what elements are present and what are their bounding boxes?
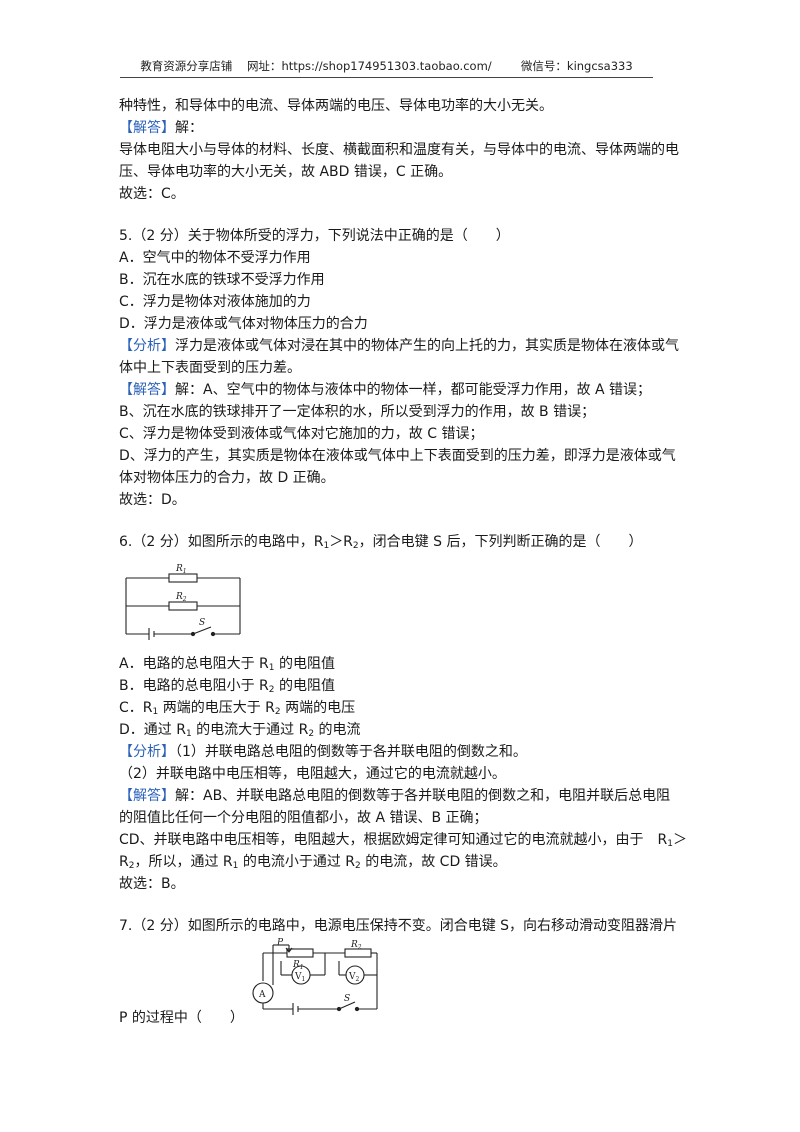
- s-label: S: [199, 618, 205, 628]
- page-header: 教育资源分享店铺 网址：https://shop174951303.taobao…: [120, 58, 653, 74]
- q7-circuit-diagram: P R1 R2 V1 V2 A S: [252, 938, 378, 1015]
- q6-answer-line: R2，所以，通过 R1 的电流小于通过 R2 的电流，故 CD 错误。: [119, 854, 507, 871]
- answer-tag: 【解答】: [119, 382, 175, 398]
- q6-analysis-line: （2）并联电路中电压相等，电阻越大，通过它的电流就越小。: [119, 766, 506, 782]
- switch-s: [338, 1001, 356, 1010]
- q5-answer: 【解答】解：A、空气中的物体与液体中的物体一样，都可能受浮力作用，故 A 错误；: [119, 382, 652, 398]
- q4-tail-line: 种特性，和导体中的电流、导体两端的电压、导体电功率的大小无关。: [119, 98, 553, 114]
- header-wechat: kingcsa333: [566, 59, 633, 73]
- r2-label: R2: [175, 592, 187, 603]
- q6-option-d: D．通过 R1 的电流大于通过 R2 的电流: [119, 722, 361, 739]
- q4-choose: 故选：C。: [119, 186, 185, 202]
- a-label: A: [258, 990, 266, 1000]
- r1-resistor: [168, 573, 198, 583]
- q5-choose: 故选：D。: [119, 492, 186, 508]
- q6-choose: 故选：B。: [119, 876, 185, 892]
- header-shop: 教育资源分享店铺: [140, 59, 233, 73]
- header-url-label: 网址：: [246, 59, 282, 73]
- switch-s: [192, 626, 212, 635]
- header-wechat-label: 微信号：: [520, 59, 567, 73]
- q6-option-b: B．电路的总电阻小于 R2 的电阻值: [119, 678, 335, 695]
- q5-answer-line: 体对物体压力的合力，故 D 正确。: [119, 470, 335, 486]
- q4-answer-header: 【解答】解：: [119, 117, 691, 139]
- v1-label: V1: [294, 972, 305, 983]
- answer-head: 解：: [175, 120, 203, 136]
- r1-label: R1: [292, 960, 304, 971]
- q5-analysis-line: 体中上下表面受到的压力差。: [119, 360, 301, 376]
- answer-tag: 【解答】: [119, 120, 175, 136]
- p-label: P: [276, 938, 284, 948]
- q5-option-d: D．浮力是液体或气体对物体压力的合力: [119, 316, 368, 332]
- q5-answer-line: D、浮力的产生，其实质是物体在液体或气体中上下表面受到的压力差，即浮力是液体或气: [119, 448, 676, 464]
- q6-option-a: A．电路的总电阻大于 R1 的电阻值: [119, 656, 335, 673]
- q6-stem: 6.（2 分）如图所示的电路中，R1＞R2，闭合电键 S 后，下列判断正确的是（…: [119, 534, 643, 551]
- q4-answer-line: 压、导体电功率的大小无关，故 ABD 错误，C 正确。: [119, 164, 453, 180]
- q6-answer-line: CD、并联电路中电压相等，电阻越大，根据欧姆定律可知通过它的电流就越小，由于 R…: [119, 832, 688, 849]
- s-label: S: [344, 994, 350, 1004]
- header-url[interactable]: https://shop174951303.taobao.com/: [281, 59, 492, 73]
- q6-option-c: C．R1 两端的电压大于 R2 两端的电压: [119, 700, 356, 717]
- q6-answer: 【解答】解：AB、并联电路总电阻的倒数等于各并联电阻的倒数之和，电阻并联后总电阻: [119, 788, 671, 804]
- r2-label: R2: [350, 940, 362, 951]
- q6-circuit-diagram: R1 R2 S: [125, 564, 241, 640]
- q5-option-a: A．空气中的物体不受浮力作用: [119, 250, 311, 266]
- q5-answer-line: C、浮力是物体受到液体或气体对它施加的力，故 C 错误；: [119, 426, 484, 442]
- q4-answer-line: 导体电阻大小与导体的材料、长度、横截面积和温度有关，与导体中的电流、导体两端的电: [119, 142, 679, 158]
- analysis-tag: 【分析】: [119, 338, 175, 354]
- q7-stem: 7.（2 分）如图所示的电路中，电源电压保持不变。闭合电键 S，向右移动滑动变阻…: [119, 918, 678, 934]
- q6-answer-line: 的阻值比任何一个分电阻的阻值都小，故 A 错误、B 正确；: [119, 810, 488, 826]
- v2-label: V2: [348, 972, 360, 983]
- q5-answer-line: B、沉在水底的铁球排开了一定体积的水，所以受到浮力的作用，故 B 错误；: [119, 404, 596, 420]
- r2-resistor: [168, 601, 198, 611]
- q5-analysis: 【分析】浮力是液体或气体对浸在其中的物体产生的向上托的力，其实质是物体在液体或气: [119, 338, 679, 354]
- q7-stem-tail: P 的过程中（ ）: [119, 1010, 244, 1026]
- q7-figure-row: P R1 R2 V1 V2 A S P 的过程中（ ）: [119, 937, 691, 1029]
- q6-analysis: 【分析】（1）并联电路总电阻的倒数等于各并联电阻的倒数之和。: [119, 744, 527, 760]
- q5-stem: 5.（2 分）关于物体所受的浮力，下列说法中正确的是（ ）: [119, 228, 510, 244]
- header-rule: [120, 77, 653, 78]
- answer-tag: 【解答】: [119, 788, 175, 804]
- document-body: 种特性，和导体中的电流、导体两端的电压、导体电功率的大小无关。 【解答】解： 导…: [119, 95, 691, 1029]
- r1-label: R1: [175, 564, 187, 575]
- q5-option-c: C．浮力是物体对液体施加的力: [119, 294, 311, 310]
- q5-option-b: B．沉在水底的铁球不受浮力作用: [119, 272, 325, 288]
- analysis-tag: 【分析】: [119, 744, 175, 760]
